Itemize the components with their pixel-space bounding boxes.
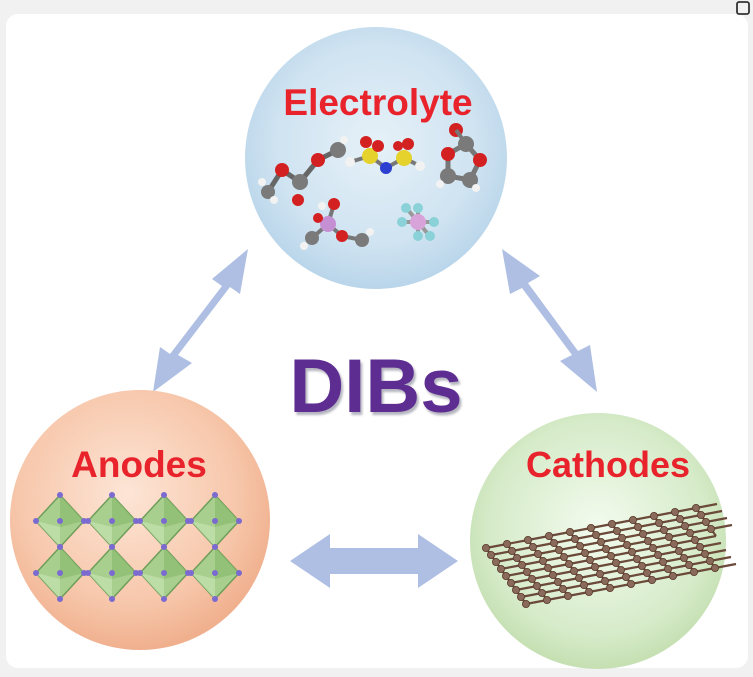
arrow-electrolyte-anodes bbox=[153, 249, 248, 392]
molecule-icon bbox=[345, 136, 425, 174]
arrow-anodes-cathodes bbox=[290, 534, 458, 588]
molecule-icon bbox=[258, 136, 348, 206]
electrolyte-node bbox=[245, 27, 507, 289]
octahedron-icon bbox=[188, 544, 242, 602]
cathodes-node bbox=[470, 413, 737, 669]
octahedron-icon bbox=[188, 492, 242, 550]
molecule-icons bbox=[258, 123, 487, 250]
arrow-electrolyte-cathodes bbox=[502, 249, 597, 392]
octahedron-icon bbox=[33, 492, 87, 550]
molecule-icon bbox=[397, 203, 439, 241]
octahedral-lattice-icon bbox=[33, 492, 242, 602]
anodes-node bbox=[10, 390, 270, 650]
electrolyte-label: Electrolyte bbox=[283, 82, 473, 123]
octahedron-icon bbox=[33, 544, 87, 602]
molecule-icon bbox=[300, 198, 374, 250]
graphite-lattice-icon bbox=[481, 502, 737, 609]
molecule-icon bbox=[436, 123, 487, 192]
open-in-new-icon[interactable] bbox=[734, 0, 753, 16]
cathodes-label: Cathodes bbox=[525, 444, 691, 485]
center-title: DIBs bbox=[289, 344, 463, 429]
arrows bbox=[153, 249, 597, 588]
octahedron-icon bbox=[85, 544, 139, 602]
octahedron-icon bbox=[137, 544, 191, 602]
anodes-label: Anodes bbox=[71, 444, 207, 485]
octahedron-icon bbox=[137, 492, 191, 550]
